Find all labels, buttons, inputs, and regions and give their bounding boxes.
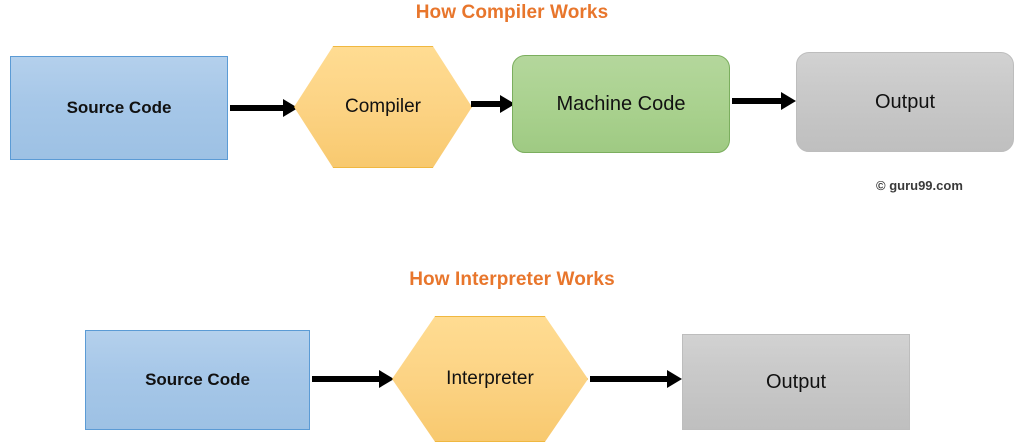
arrow-shaft	[471, 101, 501, 107]
node-compiler-source-code[interactable]: Source Code	[10, 56, 228, 160]
arrow-head	[379, 370, 394, 388]
node-label: Source Code	[145, 370, 250, 390]
node-interpreter-process[interactable]: Interpreter	[392, 316, 588, 442]
node-compiler-output[interactable]: Output	[796, 52, 1014, 152]
arrow-shaft	[312, 376, 380, 382]
arrow-shaft	[590, 376, 668, 382]
node-label: Source Code	[66, 98, 172, 118]
arrow-head	[283, 99, 298, 117]
hexagon-shape	[294, 46, 472, 168]
arrow-shaft	[230, 105, 284, 111]
node-interpreter-source-code[interactable]: Source Code	[85, 330, 310, 430]
hexagon-shape	[392, 316, 588, 442]
node-interpreter-output[interactable]: Output	[682, 334, 910, 430]
node-label: Output	[874, 90, 936, 113]
node-compiler-process[interactable]: Compiler	[294, 46, 472, 168]
node-label: Interpreter	[446, 368, 534, 390]
arrow-shaft	[732, 98, 782, 104]
interpreter-diagram-title: How Interpreter Works	[409, 269, 615, 290]
compiler-diagram-title: How Compiler Works	[415, 2, 609, 23]
guru99-watermark: © guru99.com	[876, 178, 963, 193]
node-label: Output	[765, 370, 827, 393]
arrow-head	[781, 92, 796, 110]
arrow-head	[500, 95, 515, 113]
node-label: Machine Code	[556, 92, 686, 115]
arrow-head	[667, 370, 682, 388]
node-compiler-machine-code[interactable]: Machine Code	[512, 55, 730, 153]
node-label: Compiler	[344, 96, 422, 118]
